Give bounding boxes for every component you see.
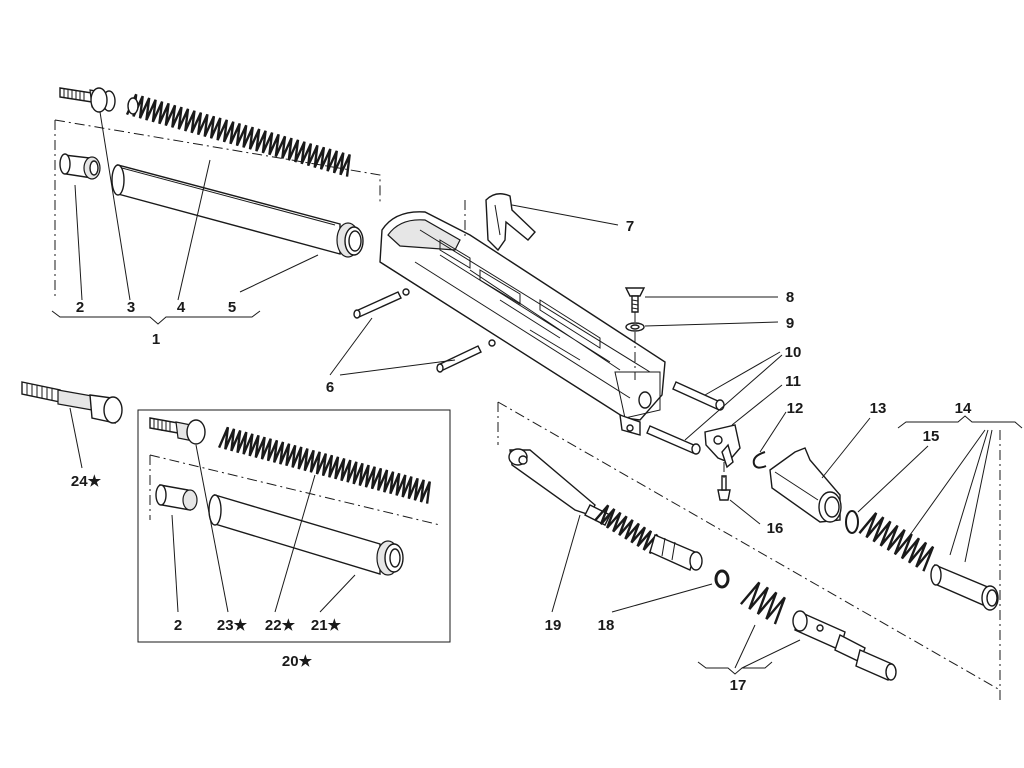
part-8-screw [624,287,778,380]
label-20: 20★ [282,653,313,670]
part-10-pins [646,351,783,455]
part-2-bushing [59,153,101,180]
label-19: 19 [545,617,562,634]
label-5: 5 [228,299,236,316]
label-8: 8 [786,289,794,306]
label-9: 9 [786,315,794,332]
label-1: 1 [152,331,160,348]
label-17: 17 [730,677,747,694]
label-10: 10 [785,344,802,361]
label-2-box: 2 [174,617,182,634]
group-1-parts [51,87,381,325]
part-15-ring [845,445,929,534]
part-16-screw [717,462,761,525]
label-21: 21★ [311,617,342,634]
part-6-pins [329,291,482,376]
part-5-tube [111,164,364,258]
part-12-clip [752,411,787,469]
label-14: 14 [955,400,972,417]
part-17-assembly [697,581,897,681]
receiver-body [379,211,666,436]
part-11-lever [704,384,783,469]
label-16: 16 [767,520,784,537]
label-22: 22★ [265,617,296,634]
part-9-washer [625,321,779,332]
label-18: 18 [598,617,615,634]
part-14-assembly [858,415,1023,700]
part-19-rod-assembly [497,401,1001,691]
label-11: 11 [785,373,801,390]
label-15: 15 [923,428,940,445]
label-2: 2 [76,299,84,316]
part-18-oring [611,569,730,613]
label-6: 6 [326,379,334,396]
label-3: 3 [127,299,135,316]
label-4: 4 [177,299,186,316]
label-7: 7 [626,218,634,235]
callout-labels: 2 3 4 5 1 6 7 8 9 10 11 12 13 14 15 16 1… [71,218,972,694]
part-7-latch [464,193,619,252]
label-12: 12 [787,400,804,417]
label-13: 13 [870,400,887,417]
part-13-sleeve [769,417,871,523]
label-24: 24★ [71,473,102,490]
group-20-box [137,409,451,643]
label-23: 23★ [217,617,248,634]
part-24-guide-rod [21,381,123,469]
part-3-guide-rod [59,87,116,113]
part-4-spring [125,93,351,177]
